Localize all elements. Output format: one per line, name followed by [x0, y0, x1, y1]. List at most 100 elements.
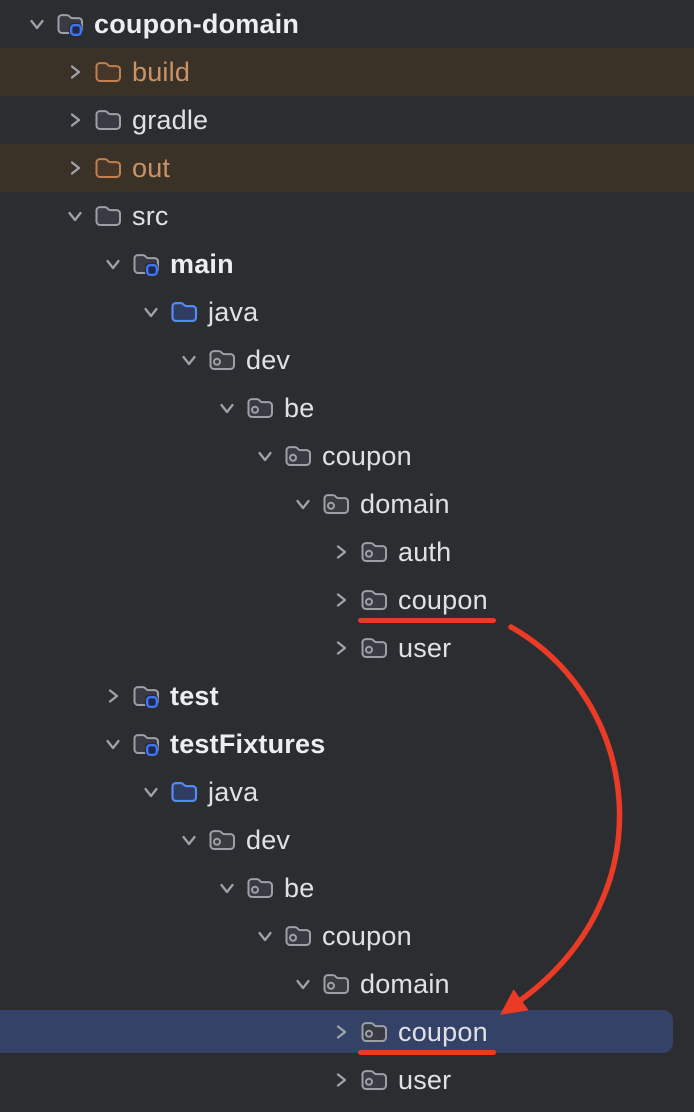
tree-row-coupon[interactable]: coupon: [0, 576, 694, 624]
indent-spacer: [0, 1080, 330, 1081]
row-label: test: [170, 681, 219, 711]
row-content: be: [246, 874, 314, 902]
row-label: gradle: [132, 105, 209, 135]
row-label: src: [132, 201, 169, 231]
chevron-down-icon[interactable]: [254, 445, 276, 467]
red-underline-annotation: [358, 1050, 496, 1055]
chevron-down-icon[interactable]: [64, 205, 86, 227]
tree-row-src[interactable]: src: [0, 192, 694, 240]
tree-row-dev[interactable]: dev: [0, 816, 694, 864]
row-content: src: [94, 202, 169, 230]
chevron-down-icon[interactable]: [140, 781, 162, 803]
tree-row-coupon[interactable]: coupon: [0, 1008, 694, 1056]
chevron-down-icon[interactable]: [292, 493, 314, 515]
row-label: out: [132, 153, 171, 183]
folder-icon: [94, 202, 122, 230]
row-label: coupon: [398, 1017, 488, 1047]
tree-row-auth[interactable]: auth: [0, 528, 694, 576]
tree-row-java[interactable]: java: [0, 768, 694, 816]
tree-row-domain[interactable]: domain: [0, 960, 694, 1008]
tree-row-dev[interactable]: dev: [0, 336, 694, 384]
indent-spacer: [0, 552, 330, 553]
row-label: be: [284, 393, 315, 423]
package-folder-icon: [360, 634, 388, 662]
package-folder-icon: [208, 346, 236, 374]
row-content: user: [360, 1066, 451, 1094]
chevron-down-icon[interactable]: [178, 829, 200, 851]
tree-row-coupon-domain[interactable]: coupon-domain: [0, 0, 694, 48]
folder-icon: [94, 106, 122, 134]
package-folder-icon: [360, 1018, 388, 1046]
row-content: java: [170, 778, 258, 806]
indent-spacer: [0, 984, 292, 985]
module-folder-icon: [132, 250, 160, 278]
indent-spacer: [0, 888, 216, 889]
row-label: domain: [360, 969, 450, 999]
tree-row-testFixtures[interactable]: testFixtures: [0, 720, 694, 768]
indent-spacer: [0, 312, 140, 313]
chevron-right-icon[interactable]: [64, 61, 86, 83]
row-content: testFixtures: [132, 730, 325, 758]
indent-spacer: [0, 456, 254, 457]
chevron-right-icon[interactable]: [330, 541, 352, 563]
package-folder-icon: [322, 490, 350, 518]
indent-spacer: [0, 600, 330, 601]
chevron-down-icon[interactable]: [178, 349, 200, 371]
chevron-right-icon[interactable]: [330, 1069, 352, 1091]
chevron-right-icon[interactable]: [330, 1021, 352, 1043]
tree-row-be[interactable]: be: [0, 384, 694, 432]
indent-spacer: [0, 648, 330, 649]
row-content: main: [132, 250, 234, 278]
tree-row-gradle[interactable]: gradle: [0, 96, 694, 144]
row-content: build: [94, 58, 190, 86]
chevron-down-icon[interactable]: [26, 13, 48, 35]
chevron-down-icon[interactable]: [216, 877, 238, 899]
chevron-down-icon[interactable]: [216, 397, 238, 419]
indent-spacer: [0, 264, 102, 265]
row-label: java: [208, 297, 259, 327]
row-content: user: [360, 634, 451, 662]
package-folder-icon: [360, 538, 388, 566]
row-content: coupon: [284, 442, 412, 470]
tree-row-coupon[interactable]: coupon: [0, 432, 694, 480]
indent-spacer: [0, 696, 102, 697]
tree-row-out[interactable]: out: [0, 144, 694, 192]
tree-row-domain[interactable]: domain: [0, 480, 694, 528]
chevron-down-icon[interactable]: [102, 733, 124, 755]
indent-spacer: [0, 840, 178, 841]
chevron-down-icon[interactable]: [292, 973, 314, 995]
row-label: coupon-domain: [94, 9, 300, 39]
source-root-folder-icon: [170, 778, 198, 806]
tree-row-build[interactable]: build: [0, 48, 694, 96]
row-label: main: [170, 249, 234, 279]
row-content: auth: [360, 538, 451, 566]
tree-row-user[interactable]: user: [0, 1056, 694, 1104]
chevron-down-icon[interactable]: [254, 925, 276, 947]
row-label: domain: [360, 489, 450, 519]
row-content: dev: [208, 346, 290, 374]
tree-row-main[interactable]: main: [0, 240, 694, 288]
tree-row-java[interactable]: java: [0, 288, 694, 336]
package-folder-icon: [360, 1066, 388, 1094]
chevron-right-icon[interactable]: [64, 109, 86, 131]
row-content: dev: [208, 826, 290, 854]
chevron-right-icon[interactable]: [330, 637, 352, 659]
row-content: coupon: [358, 586, 496, 623]
row-label: java: [208, 777, 259, 807]
indent-spacer: [0, 1032, 330, 1033]
tree-row-be[interactable]: be: [0, 864, 694, 912]
package-folder-icon: [208, 826, 236, 854]
tree-row-coupon[interactable]: coupon: [0, 912, 694, 960]
chevron-right-icon[interactable]: [102, 685, 124, 707]
row-label: user: [398, 633, 452, 663]
chevron-right-icon[interactable]: [64, 157, 86, 179]
tree-row-test[interactable]: test: [0, 672, 694, 720]
chevron-right-icon[interactable]: [330, 589, 352, 611]
chevron-down-icon[interactable]: [102, 253, 124, 275]
row-content: coupon-domain: [56, 10, 299, 38]
indent-spacer: [0, 408, 216, 409]
tree-row-user[interactable]: user: [0, 624, 694, 672]
chevron-down-icon[interactable]: [140, 301, 162, 323]
row-content: coupon: [358, 1017, 496, 1055]
indent-spacer: [0, 72, 64, 73]
